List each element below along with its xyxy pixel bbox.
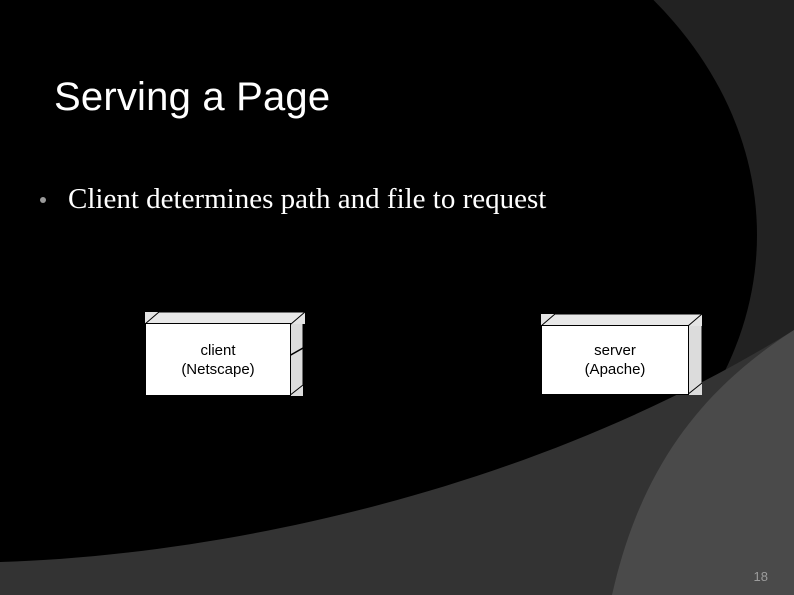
client-box-label-line1: client — [200, 341, 236, 359]
bottom-band-highlight — [612, 330, 794, 595]
diagram-node-client: client (Netscape) — [143, 310, 307, 398]
bullet-list: Client determines path and file to reque… — [30, 180, 730, 218]
client-box-label-line2: (Netscape) — [181, 360, 255, 378]
bottom-band — [0, 330, 794, 595]
slide-page-number: 18 — [753, 569, 768, 584]
client-box-front-face: client (Netscape) — [145, 323, 291, 396]
server-box-front-face: server (Apache) — [541, 325, 689, 395]
server-box-label-line2: (Apache) — [584, 361, 646, 378]
server-box-label-line1: server — [594, 342, 636, 359]
bullet-item-label: Client determines path and file to reque… — [68, 183, 547, 215]
slide-title: Serving a Page — [54, 75, 331, 119]
diagram-node-server: server (Apache) — [539, 312, 704, 397]
server-box-top-face — [539, 313, 704, 327]
bullet-item: Client determines path and file to reque… — [30, 180, 730, 218]
bullet-dot-icon — [40, 197, 46, 203]
